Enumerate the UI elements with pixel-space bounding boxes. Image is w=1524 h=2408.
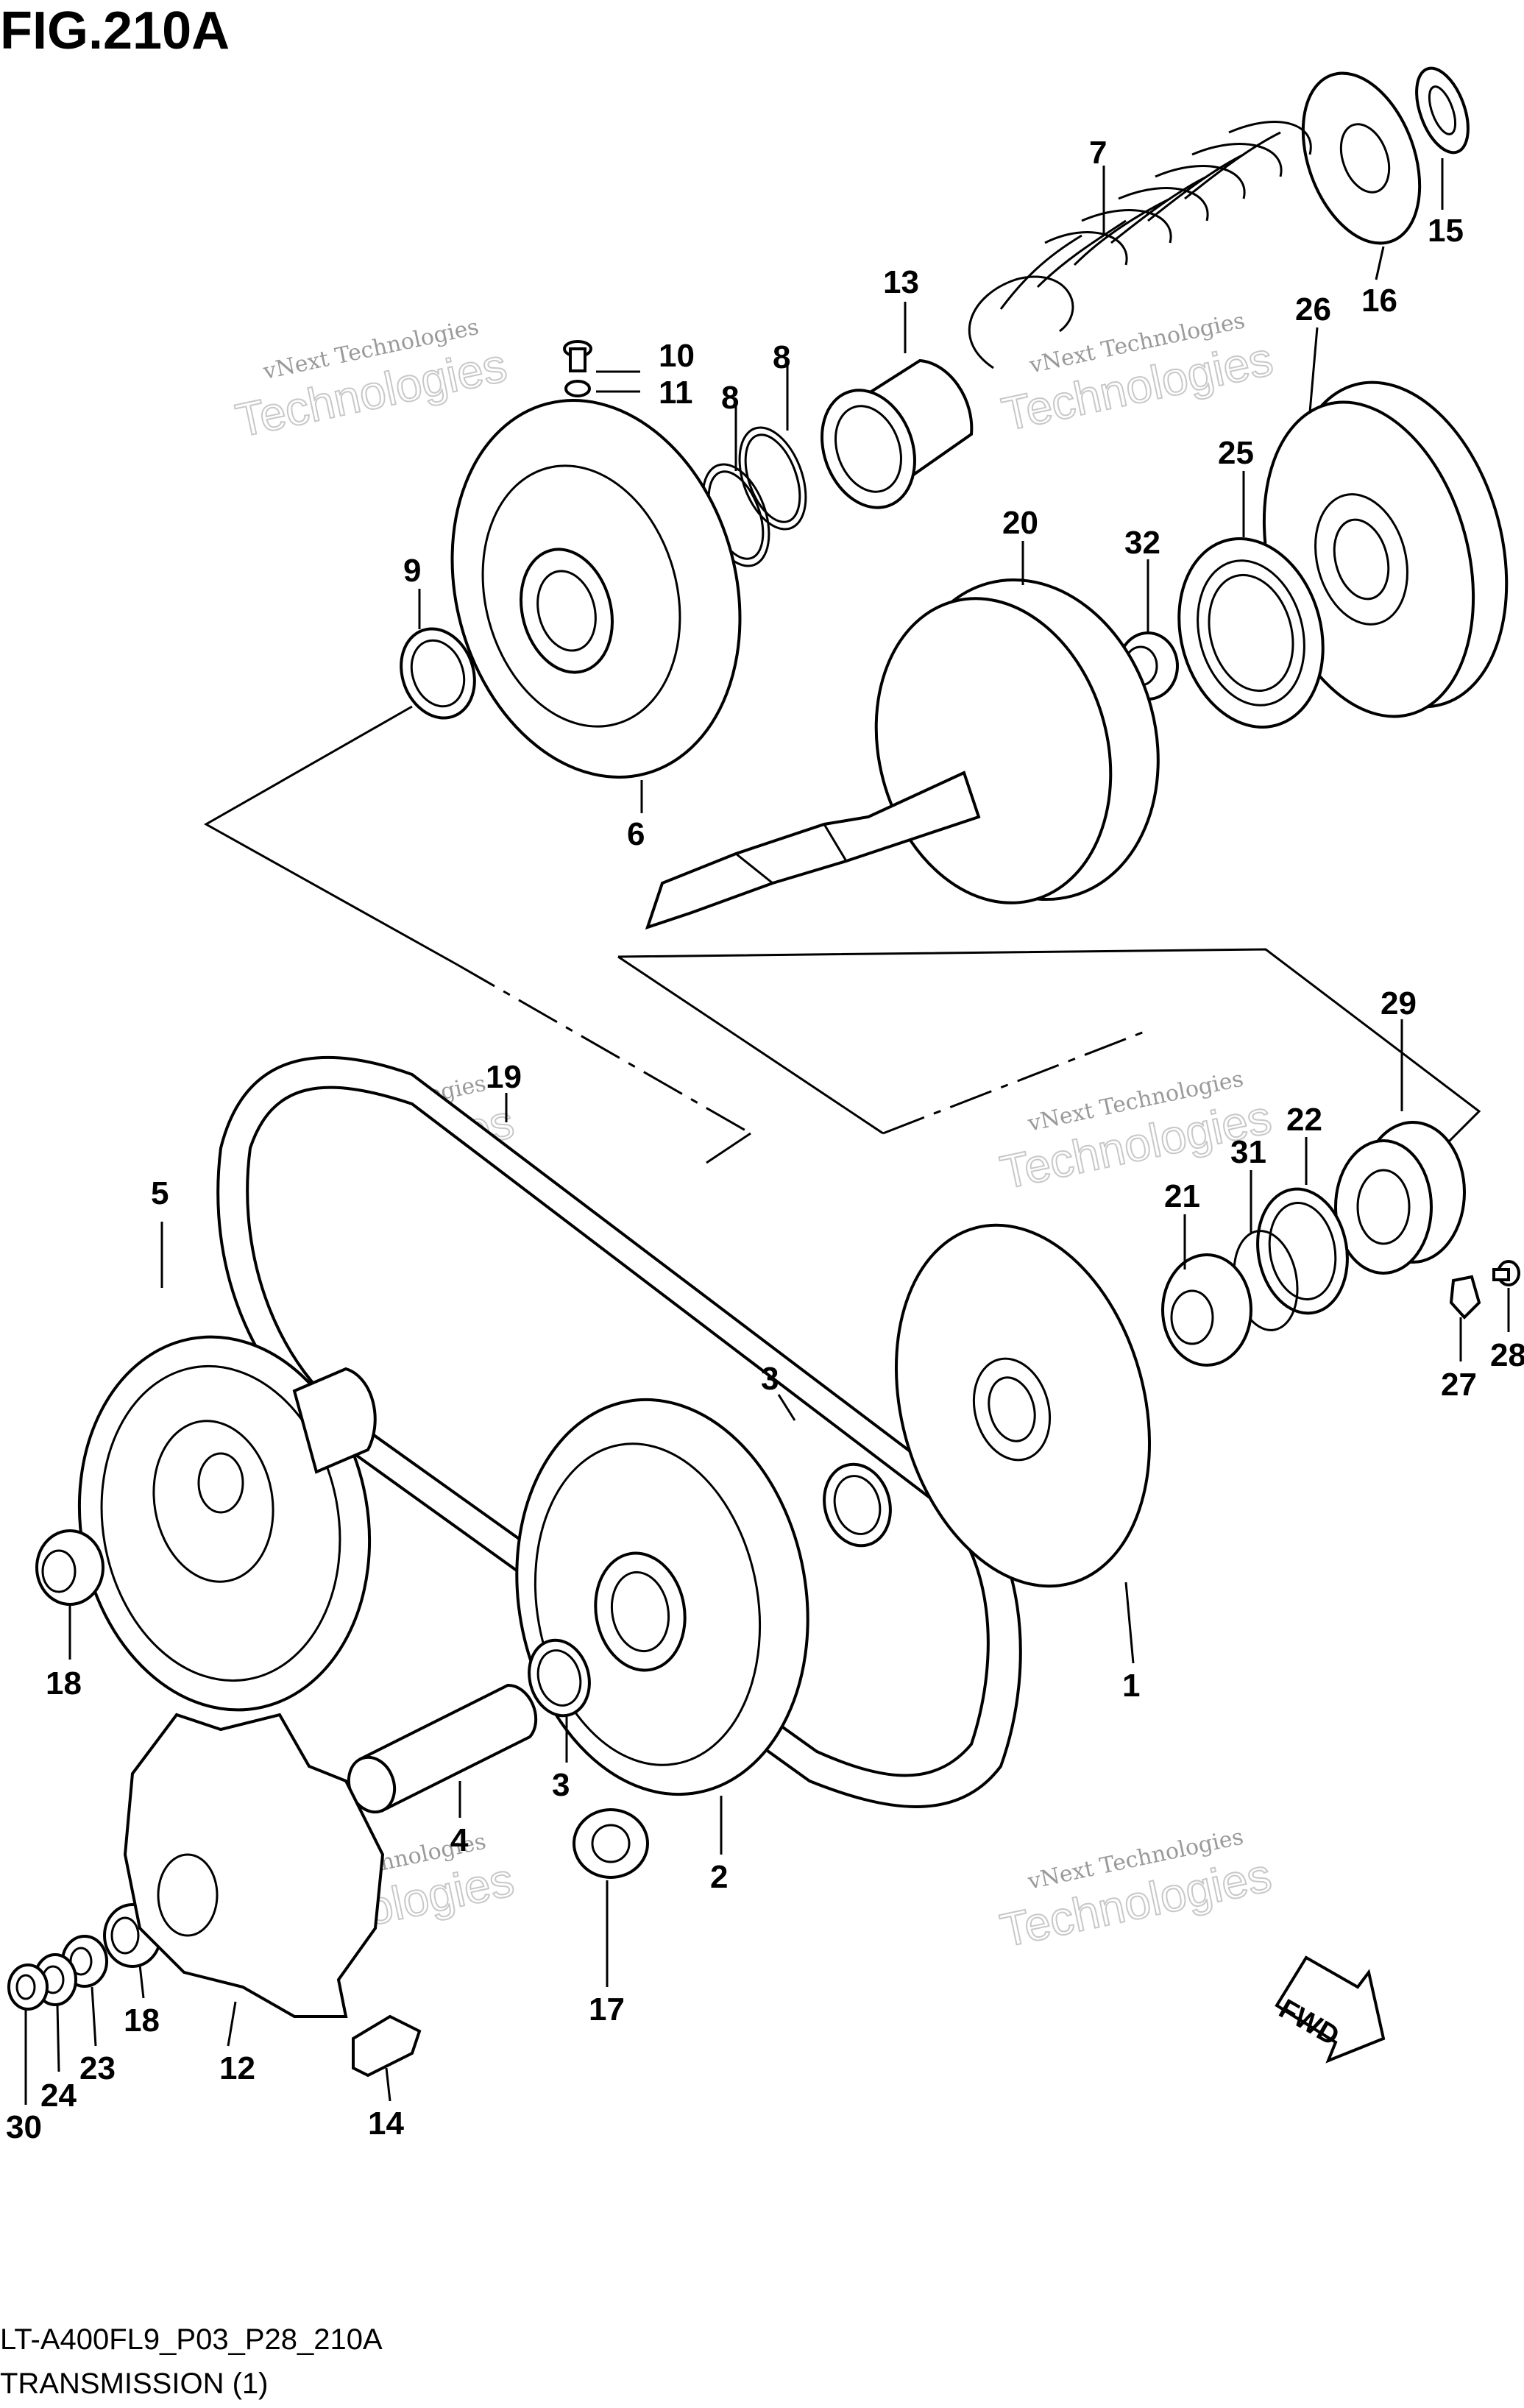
section-title: TRANSMISSION (1) — [0, 2368, 268, 2400]
callout-label: 32 — [1124, 525, 1160, 561]
callout-label: 7 — [1089, 135, 1107, 171]
callout-label: 8 — [773, 339, 790, 375]
callout-label: 20 — [1002, 505, 1038, 541]
drive-face-part-1 — [894, 1223, 1152, 1588]
callout-label: 18 — [124, 2002, 160, 2039]
spacer-part-3 — [823, 1462, 892, 1548]
spring-seat-part-16 — [1301, 71, 1422, 245]
spacer-part-3 — [528, 1638, 591, 1718]
callout-label: 22 — [1286, 1102, 1322, 1138]
callout-label: 5 — [151, 1175, 169, 1211]
cover-plate-part-12 — [123, 1713, 385, 2018]
callout-label: 21 — [1164, 1178, 1200, 1214]
callout-label: 17 — [589, 1991, 625, 2028]
callout-label: 28 — [1490, 1337, 1524, 1373]
screw-part-10 — [563, 340, 592, 372]
callout-labels: 7 15 16 13 10 11 8 8 26 25 9 20 32 6 19 … — [6, 135, 1524, 2145]
o-ring-part-8 — [738, 426, 807, 531]
callout-label: 14 — [368, 2106, 404, 2142]
callout-label: 19 — [486, 1059, 522, 1095]
callout-label: 11 — [659, 375, 693, 411]
nut-part-30 — [7, 1963, 49, 2011]
callout-label: 3 — [761, 1361, 779, 1397]
bearing-part-17 — [573, 1808, 649, 1879]
callout-label: 13 — [883, 264, 919, 300]
callout-label: 8 — [721, 380, 739, 416]
callout-label: 16 — [1361, 283, 1397, 319]
callout-label: 15 — [1428, 213, 1464, 249]
bolt-part-28 — [1492, 1260, 1520, 1286]
callout-label: 18 — [46, 1665, 82, 1701]
watermark: vNext Technologies Technologies — [230, 314, 511, 448]
plate-part-27 — [1449, 1275, 1481, 1320]
callout-label: 27 — [1441, 1367, 1477, 1403]
callout-label: 24 — [40, 2078, 77, 2114]
spring-part-7 — [968, 121, 1312, 369]
callout-label: 2 — [710, 1859, 728, 1895]
collar-part-4 — [347, 1683, 538, 1814]
drawing-code: LT-A400FL9_P03_P28_210A — [0, 2323, 383, 2356]
forward-direction-arrow: FWD — [1274, 1955, 1386, 2064]
driven-face-part-6 — [450, 399, 742, 779]
bearing-part-29 — [1334, 1121, 1466, 1275]
callout-label: 30 — [6, 2109, 42, 2145]
movable-drive-face-part-5 — [77, 1335, 377, 1712]
watermark: vNext Technologies Technologies — [996, 308, 1277, 442]
callout-label: 6 — [627, 816, 645, 852]
callout-label: 23 — [79, 2050, 116, 2086]
leader-lines — [24, 158, 1510, 2105]
one-way-clutch-part-25 — [1177, 537, 1325, 729]
washer-part-11 — [564, 380, 591, 397]
sleeve-part-13 — [821, 358, 974, 509]
drive-face-part-2 — [515, 1398, 809, 1796]
callout-label: 25 — [1218, 435, 1254, 471]
figure-title: FIG.210A — [0, 1, 230, 60]
bearing-part-21 — [1161, 1253, 1252, 1367]
callout-label: 4 — [450, 1822, 469, 1858]
callout-label: 31 — [1230, 1134, 1266, 1170]
callout-label: 29 — [1381, 985, 1417, 1021]
guide-part-14 — [352, 2014, 422, 2078]
clutch-shaft-part-20 — [645, 578, 1160, 930]
callout-label: 1 — [1122, 1668, 1140, 1704]
watermark: vNext Technologies Technologies — [995, 1824, 1276, 1958]
callout-label: 26 — [1295, 291, 1331, 327]
watermark: vNext Technologies Technologies — [995, 1066, 1276, 1200]
callout-label: 10 — [659, 338, 695, 374]
callout-label: 3 — [552, 1767, 570, 1803]
roller-part-18 — [35, 1529, 104, 1606]
callout-label: 12 — [219, 2050, 255, 2086]
seal-part-22 — [1256, 1187, 1349, 1315]
seal-part-9 — [400, 627, 476, 720]
circlip-part-15 — [1415, 66, 1470, 155]
callout-label: 9 — [403, 553, 421, 589]
